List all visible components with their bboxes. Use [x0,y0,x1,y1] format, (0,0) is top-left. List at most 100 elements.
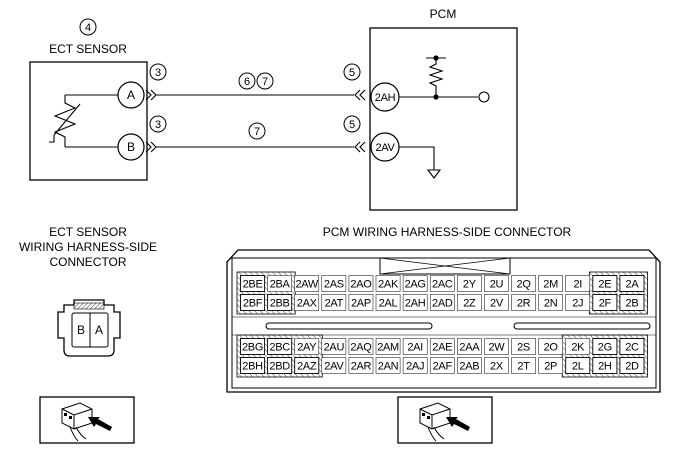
pin-cell [375,338,401,355]
pin-cell [402,338,428,355]
pin-label: 2AS [324,279,344,291]
ect-sensor-callout-circle [79,18,97,36]
wire-b-mid-callout: 7 [254,126,260,138]
ect-sensor-callout: 4 [85,22,91,34]
pin-cell [565,357,591,374]
pin-cell [538,275,563,292]
terminal-b [117,133,145,161]
terminal-a [117,81,145,109]
pin-label: 2U [490,279,504,291]
pin-cell [619,275,645,292]
pin-label: 2BB [270,298,290,310]
pin-label: 2K [571,342,585,354]
pin-cell [457,357,482,374]
pin-label: 2AF [433,361,453,373]
pin-cell [294,294,320,311]
pin-label: 2L [572,361,584,373]
pin-label: 2AB [459,361,479,373]
pull-up-resistor-icon [399,55,490,103]
pin-label: 2A [626,279,640,291]
ect-connector-title-2: WIRING HARNESS-SIDE [19,240,157,254]
pin-cell [619,338,645,355]
pin-label: 2AT [325,298,344,310]
pin-cell [348,338,374,355]
pin-label: 2AK [378,279,399,291]
pin-label: 2AU [324,342,345,354]
pin-cell [511,294,536,311]
pin-cell [294,338,320,355]
pin-label: 2AD [432,298,453,310]
ect-connector-body [57,299,121,357]
pin-cell [511,338,536,355]
pin-cell [484,357,509,374]
pin-cell [457,294,482,311]
pin-label: 2AH [405,298,426,310]
pcm: PCM 2AH 2AV [369,7,518,211]
terminal-a-label: A [127,88,135,102]
pin-cell [429,294,455,311]
pin-cell [267,338,293,355]
pin-cell [592,294,618,311]
terminal-b-label: B [127,140,135,154]
pin-cell [267,275,292,292]
pin-label: 2AC [432,279,453,291]
pin-cell [592,357,618,374]
pin-cell [267,357,293,374]
pin-cell [538,357,563,374]
pin-cell [240,338,266,355]
pin-label: 2BF [243,298,263,310]
pin-label: 2AG [405,279,426,291]
pin-cell [240,294,266,311]
pin-cell [565,294,591,311]
pin-label: 2O [544,342,559,354]
pin-cell [321,294,347,311]
pin-label: 2Z [463,298,476,310]
ect-connector-title-1: ECT SENSOR [49,225,127,239]
pin-label: 2AR [351,361,372,373]
wire-b: 3 7 5 [145,115,366,153]
pin-label: 2BC [269,342,290,354]
wire-b-right-callout: 5 [349,119,355,131]
pin-label: 2P [544,361,557,373]
pin-label: 2AV [324,361,344,373]
pcm-box [369,27,518,211]
pin-cell [592,338,618,355]
pin-cell [402,275,428,292]
pin-cell [619,294,645,311]
pin-cell [348,357,374,374]
pin-label: 2AO [350,279,372,291]
pcm-terminal-2ah-label: 2AH [375,92,396,104]
pin-cell [429,338,455,355]
pin-label: 2AM [377,342,399,354]
connector-view-icon [397,396,493,444]
pin-cell [321,357,347,374]
pin-label: 2AZ [297,361,317,373]
wire-a-mid-callout-2: 7 [262,76,268,88]
pin-label: 2E [598,279,611,291]
pin-label: 2V [490,298,504,310]
pin-cell [321,275,347,292]
pin-label: 2AY [297,342,317,354]
pcm-connector-title: PCM WIRING HARNESS-SIDE CONNECTOR [323,225,572,239]
pin-label: 2B [626,298,639,310]
pin-label: 2BE [243,279,263,291]
pin-label: 2AQ [350,342,372,354]
pin-cell [402,357,428,374]
pin-label: 2AA [459,342,480,354]
ect-sensor: 4 ECT SENSOR A B [29,18,148,181]
pin-cell [429,357,455,374]
pin-label: 2F [599,298,612,310]
pin-label: 2AI [407,342,423,354]
ect-connector-title-3: CONNECTOR [49,255,126,269]
pin-cell [348,275,374,292]
pin-label: 2AL [379,298,398,310]
thermistor-icon [49,94,118,148]
pin-label: 2AW [295,279,318,291]
pin-label: 2X [490,361,504,373]
pin-label: 2M [543,279,558,291]
pin-cell [267,294,293,311]
pin-label: 2BH [242,361,263,373]
pin-label: 2G [598,342,612,354]
pin-label: 2D [625,361,639,373]
